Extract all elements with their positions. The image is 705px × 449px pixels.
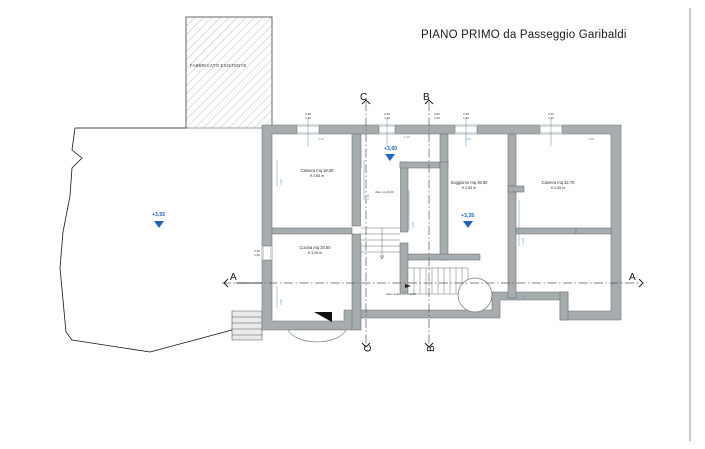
existing-building-label: FABBRICATO ESISTENTE xyxy=(190,63,247,68)
circular-stair xyxy=(457,277,493,313)
elevation-triangle-3 xyxy=(463,221,473,228)
stair-area-note: disp. mq 5,00 xyxy=(375,190,394,194)
section-mark-a-right: A xyxy=(629,272,636,283)
elevation-label-2: +3,60 xyxy=(384,146,398,152)
curved-niche xyxy=(287,312,347,343)
dim-stair-right: 3,45 xyxy=(411,221,415,228)
dim-room1-left: 4,20 xyxy=(279,178,283,185)
room-label-camera-2: Camera mq 32,70 H 2,65 m xyxy=(541,180,575,191)
dim-stair-left: 1,45 xyxy=(366,193,370,200)
dim-stair-top: 1,45 xyxy=(404,135,411,139)
section-arrows xyxy=(223,99,644,348)
dimension-ticks xyxy=(276,118,552,308)
door-dim-left: 0,90 1,95 xyxy=(254,249,260,257)
section-lines xyxy=(222,102,640,345)
dim-room4-top: 4,60 xyxy=(588,137,595,141)
room-label-soggiorno: Soggiorno mq 36,90 H 2,85 m xyxy=(450,180,488,191)
elevation-label-3: +3,35 xyxy=(461,213,475,219)
window-dim-3: 0,90 1,40 xyxy=(434,112,440,120)
elevation-triangle-2 xyxy=(385,154,395,161)
page-title: PIANO PRIMO da Passeggio Garibaldi xyxy=(421,29,627,41)
dim-cucina-left: 3,20 xyxy=(279,298,283,305)
exterior-stair xyxy=(231,310,263,341)
building-walls xyxy=(261,124,622,331)
elevation-markers xyxy=(154,154,473,228)
elevation-label-1: +3,55 xyxy=(152,212,166,218)
dim-room1-top: 4,20 xyxy=(318,137,325,141)
section-mark-c-top: C xyxy=(360,92,368,103)
elevation-triangle-1 xyxy=(154,221,164,228)
window-dim-4: 0,90 1,40 xyxy=(463,112,469,120)
dim-room3-top: 4,60 xyxy=(465,137,472,141)
existing-building-hatch xyxy=(185,16,273,129)
staircase-upper xyxy=(361,168,400,260)
room-label-cucina: Cucina mq 20,50 H 3,05 m xyxy=(299,245,331,256)
section-mark-b-bottom: B xyxy=(426,345,437,352)
section-mark-a-left: A xyxy=(230,272,237,283)
window-dim-5: 0,90 1,40 xyxy=(548,112,554,120)
section-mark-c-bottom: C xyxy=(363,344,374,352)
dim-room4-left2: 3,00 xyxy=(521,293,525,300)
room-label-camera-1: Camera mq 19,00 H 2,65 m xyxy=(300,168,334,179)
window-dim-1: 0,90 1,40 xyxy=(305,112,311,120)
window-dim-2: 0,90 1,40 xyxy=(384,112,390,120)
stair-bottom-note: vano scala incl h 2,20 xyxy=(386,292,416,296)
section-mark-b-top: B xyxy=(423,92,430,103)
dim-room4-left: 4,20 xyxy=(521,237,525,244)
